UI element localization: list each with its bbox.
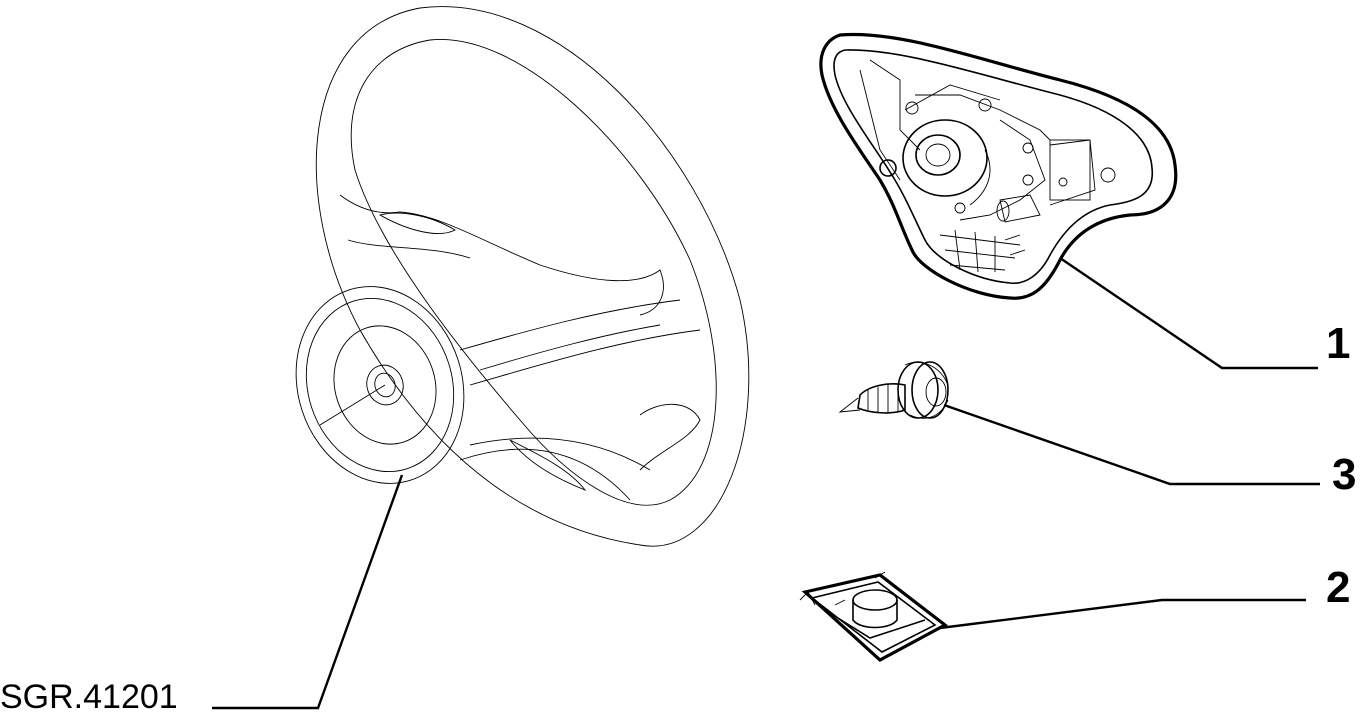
callout-label-1: 1	[1326, 319, 1351, 368]
callout-label-3: 3	[1332, 450, 1357, 499]
airbag-module-drawing	[819, 32, 1178, 300]
screw-drawing	[838, 361, 949, 419]
diagram-reference-code: SGR.41201	[0, 678, 178, 716]
leader-line-1	[1059, 257, 1318, 370]
leader-lines	[212, 257, 1320, 710]
leader-line-3	[943, 403, 1320, 486]
callout-label-2: 2	[1326, 563, 1351, 612]
leader-line-ref	[212, 474, 404, 710]
leader-line-2	[939, 598, 1306, 630]
steering-wheel-drawing	[295, 6, 750, 547]
spring-clip-drawing	[799, 571, 948, 662]
